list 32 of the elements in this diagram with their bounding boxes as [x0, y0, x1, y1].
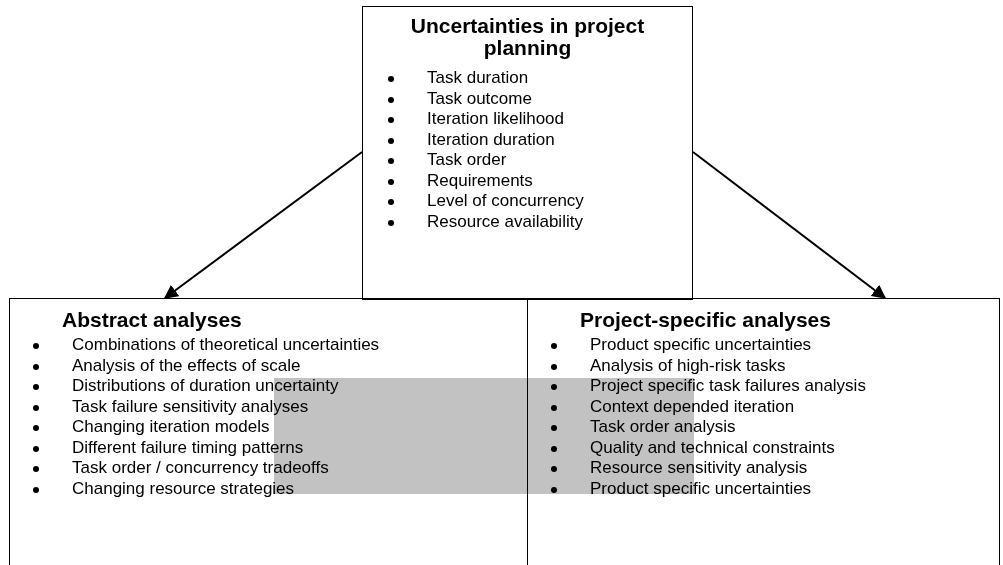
bullet-item: Product specific uncertainties [590, 478, 812, 499]
bullet-item: Iteration likelihood [427, 109, 565, 130]
text-box [362, 6, 693, 300]
bullet-item: Combinations of theoretical uncertainties [72, 335, 380, 356]
bullet-item: Task failure sensitivity analyses [72, 396, 309, 417]
bullet-item: Task outcome [427, 88, 532, 109]
box-heading: Uncertainties in project planning [409, 15, 646, 59]
bullet-item: Distributions of duration uncertainty [72, 376, 339, 397]
bullet-item: Product specific uncertainties [590, 335, 812, 356]
arrow [692, 151, 887, 299]
bullet-item: Different failure timing patterns [72, 437, 304, 458]
bullet-item: Analysis of the effects of scale [72, 355, 301, 376]
bullet-item: Task order analysis [590, 417, 736, 438]
box-heading: Project-specific analyses [580, 309, 831, 331]
bullet-item: Task order [427, 150, 507, 171]
text-box [527, 298, 1000, 565]
box-heading: Abstract analyses [62, 309, 242, 331]
bullet-item: Task order / concurrency tradeoffs [72, 458, 329, 479]
bullet-item: Iteration duration [427, 129, 555, 150]
bullet-item: Project specific task failures analysis [590, 376, 866, 397]
bullet-item: Quality and technical constraints [590, 437, 835, 458]
bullet-item: Requirements [427, 170, 533, 191]
bullet-item: Resource availability [427, 211, 583, 232]
bullet-item: Level of concurrency [427, 191, 584, 212]
bullet-item: Resource sensitivity analysis [590, 458, 808, 479]
arrow [163, 151, 363, 299]
bullet-item: Task duration [427, 68, 529, 89]
bullet-item: Context depended iteration [590, 396, 795, 417]
bullet-item: Analysis of high-risk tasks [590, 355, 786, 376]
text-box [9, 298, 528, 565]
bullet-item: Changing resource strategies [72, 478, 295, 499]
bullet-item: Changing iteration models [72, 417, 270, 438]
